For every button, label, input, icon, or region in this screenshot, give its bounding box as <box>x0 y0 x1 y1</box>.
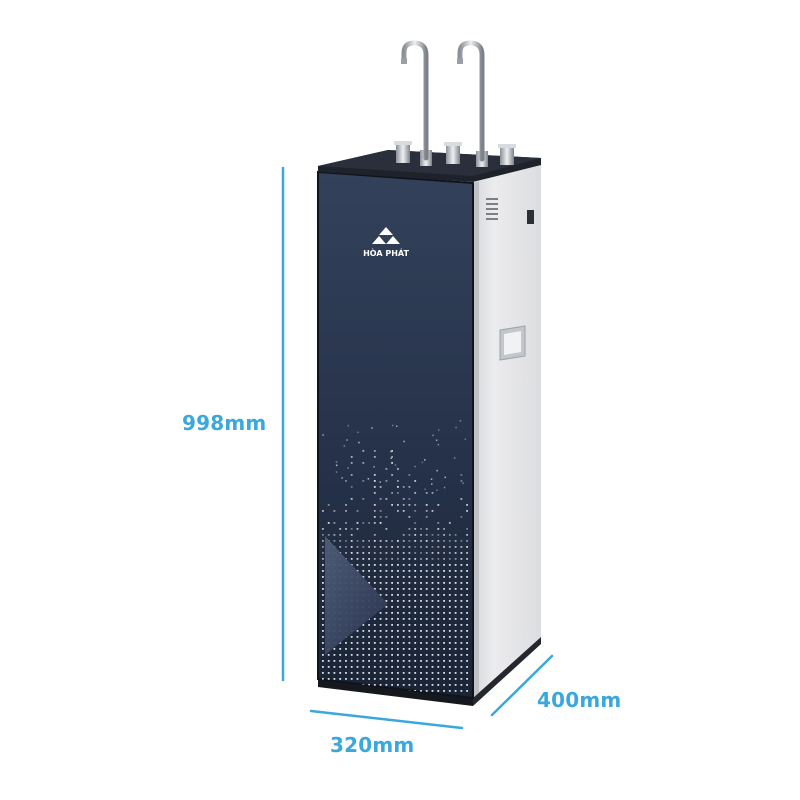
chevron-arrow-icon <box>325 536 388 655</box>
depth-dimension-label: 400mm <box>537 688 622 712</box>
base-plinth <box>318 679 473 706</box>
svg-text:HÒA PHÁT: HÒA PHÁT <box>363 247 409 258</box>
vent-grille <box>486 198 498 220</box>
depth-dimension-line <box>490 654 554 717</box>
front-panel <box>317 170 474 700</box>
faucet-left[interactable] <box>401 40 429 161</box>
power-switch-icon[interactable] <box>527 210 534 224</box>
dimension-lines <box>281 166 554 730</box>
height-dimension-label: 998mm <box>182 411 267 435</box>
side-panel <box>473 163 541 698</box>
width-dimension-line <box>309 709 464 730</box>
brand-logo: HÒA PHÁT <box>363 227 409 258</box>
width-dimension-label: 320mm <box>330 733 415 757</box>
faucet-right[interactable] <box>457 40 485 162</box>
side-handle[interactable] <box>499 325 526 361</box>
